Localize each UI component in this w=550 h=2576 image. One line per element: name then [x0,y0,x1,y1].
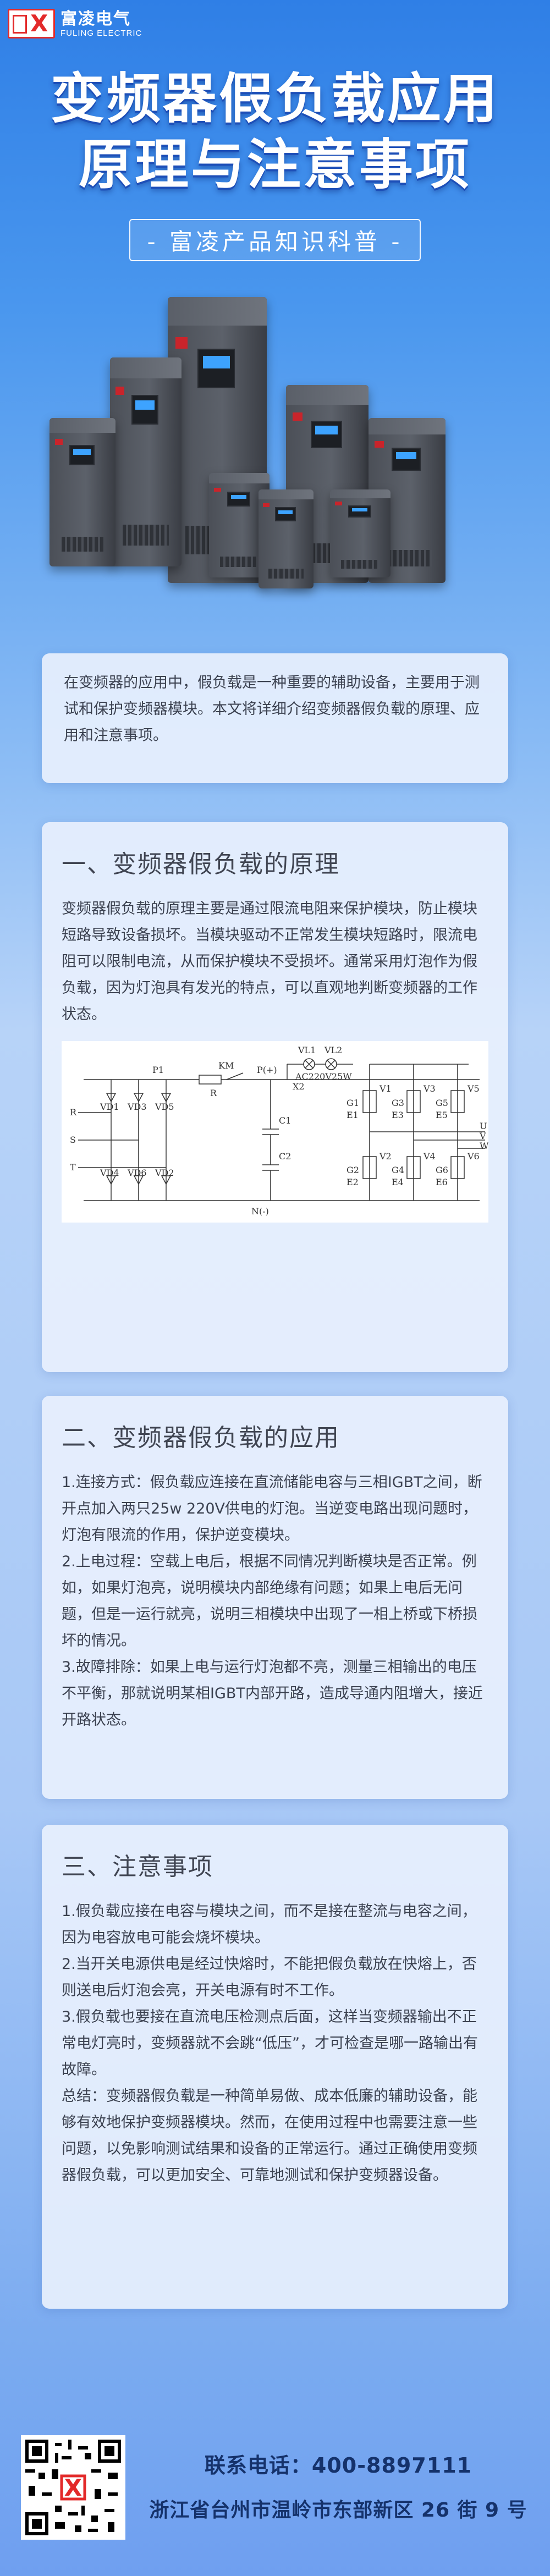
svg-text:V: V [479,1131,486,1141]
brand-logo: X 富凌电气 FULING ELECTRIC [8,7,156,41]
svg-text:R: R [210,1088,217,1098]
section-application: 二、变频器假负载的应用 1.连接方式：假负载应连接在直流储能电容与三相IGBT之… [42,1396,508,1799]
svg-text:V6: V6 [467,1151,480,1162]
svg-text:VD5: VD5 [155,1102,174,1112]
svg-text:V1: V1 [379,1083,392,1094]
section-title: 一、变频器假负载的原理 [62,850,340,878]
svg-text:S: S [70,1135,76,1145]
svg-text:VL1: VL1 [298,1045,316,1055]
contact-phone: 联系电话：400-8897111 [204,2453,472,2478]
svg-text:VD4: VD4 [100,1168,119,1178]
section-notes: 三、注意事项 1.假负载应接在电容与模块之间，而不是接在整流与电容之间，因为电容… [42,1825,508,2309]
svg-text:VD2: VD2 [155,1168,174,1178]
qr-code: X [21,2435,125,2540]
application-item: 1.连接方式：假负载应连接在直流储能电容与三相IGBT之间，断开点加入两只25w… [62,1474,482,1544]
intro-card: 在变频器的应用中，假负载是一种重要的辅助设备，主要用于测试和保护变频器模块。本文… [42,653,508,783]
inverter-unit [110,357,182,566]
svg-text:P1: P1 [152,1065,164,1075]
svg-text:AC220V25W: AC220V25W [295,1071,352,1082]
svg-text:KM: KM [218,1060,234,1071]
section-principle: 一、变频器假负载的原理 变频器假负载的原理主要是通过限流电阻来保护模块，防止模块… [42,822,508,1372]
svg-text:G6: G6 [436,1165,448,1175]
svg-text:X: X [64,2474,82,2501]
svg-text:P(+): P(+) [257,1065,277,1075]
intro-text: 在变频器的应用中，假负载是一种重要的辅助设备，主要用于测试和保护变频器模块。本文… [64,674,480,744]
brand-name-cn: 富凌电气 [61,9,131,29]
svg-text:VD3: VD3 [127,1102,147,1112]
svg-text:X2: X2 [293,1081,305,1092]
application-item: 2.上电过程：空载上电后，根据不同情况判断模块是否正常。例如，如果灯泡亮，说明模… [62,1553,477,1649]
svg-text:G3: G3 [392,1098,404,1108]
svg-text:R: R [70,1107,77,1118]
contact-address: 浙江省台州市温岭市东部新区 26 街 9 号 [149,2499,527,2522]
svg-text:C2: C2 [279,1151,291,1162]
svg-text:V4: V4 [423,1151,436,1162]
svg-text:V3: V3 [423,1083,436,1094]
svg-text:V5: V5 [467,1083,480,1094]
svg-text:G1: G1 [346,1098,359,1108]
brand-name-en: FULING ELECTRIC [61,28,142,38]
svg-text:C1: C1 [279,1115,291,1126]
section-title: 三、注意事项 [62,1853,213,1881]
product-illustration [44,275,506,605]
svg-text:G4: G4 [392,1165,404,1175]
application-item: 3.故障排除：如果上电与运行灯泡都不亮，测量三相输出的电压不平衡，那就说明某相I… [62,1659,483,1729]
inverter-unit-small [330,489,391,577]
svg-text:E1: E1 [346,1110,359,1120]
note-item: 2.当开关电源供电是经过快熔时，不能把假负载放在快熔上，否则送电后灯泡会亮，开关… [62,1956,477,1999]
svg-text:E5: E5 [436,1110,448,1120]
summary-text: 总结：变频器假负载是一种简单易做、成本低廉的辅助设备，能够有效地保护变频器模块。… [62,2088,477,2184]
note-item: 1.假负载应接在电容与模块之间，而不是接在整流与电容之间，因为电容放电可能会烧坏… [62,1903,477,1946]
svg-text:W: W [480,1141,488,1151]
svg-text:E3: E3 [392,1110,404,1120]
svg-text:VD1: VD1 [100,1102,119,1112]
circuit-diagram: P1 KM P(+) VL1 VL2 R AC220V25W X2 VD1 VD… [62,1041,489,1223]
svg-text:VD6: VD6 [127,1168,147,1178]
svg-text:E2: E2 [346,1177,359,1187]
svg-text:E4: E4 [392,1177,404,1187]
svg-text:G2: G2 [346,1165,359,1175]
note-item: 3.假负载也要接在直流电压检测点后面，这样当变频器输出不正常电灯亮时，变频器就不… [62,2008,478,2078]
svg-text:N(-): N(-) [251,1206,269,1217]
section-title: 二、变频器假负载的应用 [62,1424,340,1452]
inverter-unit [50,418,116,566]
svg-text:VL2: VL2 [324,1045,342,1055]
svg-text:U: U [480,1121,487,1131]
svg-text:T: T [70,1162,76,1173]
svg-text:G5: G5 [436,1098,448,1108]
page-subtitle: - 富凌产品知识科普 - [129,219,421,261]
page-title-line2: 原理与注意事项 [78,134,471,196]
section-text: 变频器假负载的原理主要是通过限流电阻来保护模块，防止模块短路导致设备损坏。当模块… [62,900,477,1023]
svg-text:E6: E6 [436,1177,448,1187]
page-title-line1: 变频器假负载应用 [50,68,499,130]
svg-text:V2: V2 [379,1151,392,1162]
footer: X 联系电话：400-8897111 浙江省台州市温岭市东部新区 26 街 9 … [0,2409,550,2546]
logo-icon: X [8,9,55,38]
inverter-unit-small [258,489,314,588]
